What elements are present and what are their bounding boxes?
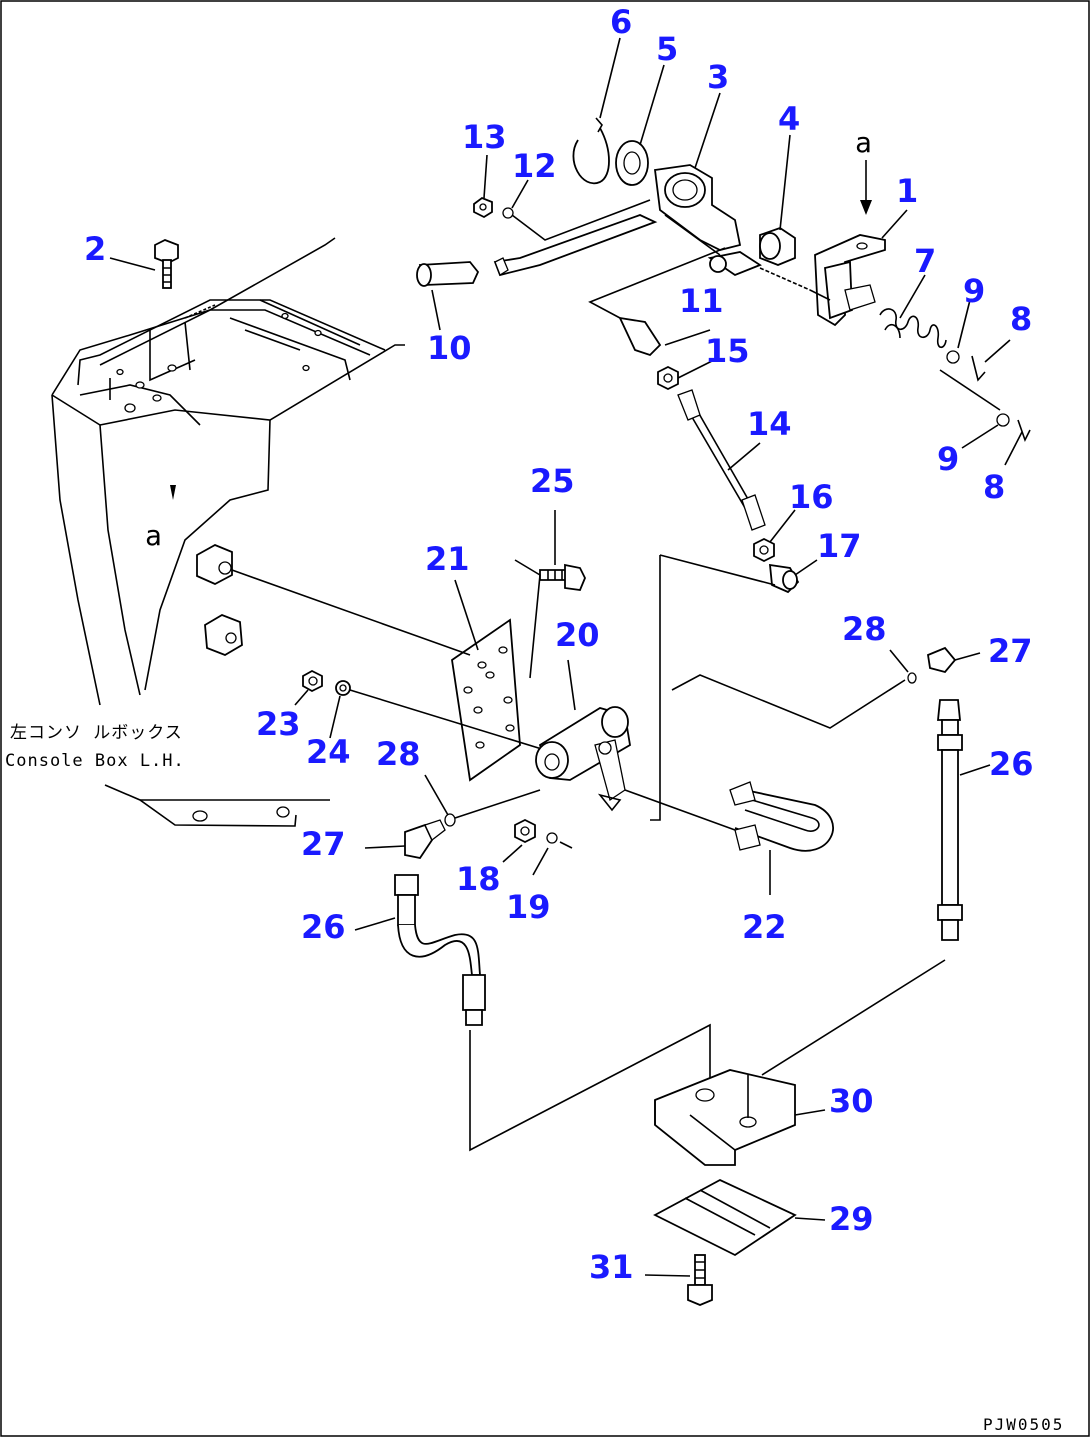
console-box-lh [51, 237, 405, 827]
console-label-jp: 左コンソ ルボックス [10, 723, 183, 743]
callout-8a[interactable]: 8 [1010, 300, 1032, 338]
valve-assembly [154, 239, 963, 1152]
callout-9a[interactable]: 9 [963, 272, 985, 310]
bolt-25-shape [539, 563, 586, 591]
hose-26a-shape [394, 874, 486, 1026]
callout-24[interactable]: 24 [306, 733, 351, 771]
callout-11[interactable]: 11 [679, 282, 724, 320]
callout-5[interactable]: 5 [656, 30, 678, 68]
callout-19[interactable]: 19 [506, 888, 551, 926]
callout-31[interactable]: 31 [589, 1248, 634, 1286]
washer-9b-shape [996, 413, 1010, 427]
elbow-27b-shape [927, 646, 957, 674]
plate-29-shape [653, 1178, 797, 1257]
callout-7[interactable]: 7 [914, 242, 936, 280]
callout-27a[interactable]: 27 [301, 825, 346, 863]
callout-26b[interactable]: 26 [989, 745, 1034, 783]
clevis-11-shape [618, 316, 662, 357]
mount-block [653, 1069, 797, 1306]
console-label-en: Console Box L.H. [5, 751, 185, 771]
callout-16[interactable]: 16 [789, 478, 834, 516]
callout-4[interactable]: 4 [778, 100, 800, 138]
callout-28a[interactable]: 28 [376, 735, 421, 773]
callout-17[interactable]: 17 [817, 527, 862, 565]
callout-26a[interactable]: 26 [301, 908, 346, 946]
callout-9b[interactable]: 9 [937, 440, 959, 478]
leader-lines [109, 37, 1023, 1277]
callout-1[interactable]: 1 [896, 172, 918, 210]
plate-21-shape [451, 618, 521, 782]
callout-25[interactable]: 25 [530, 462, 575, 500]
callout-15[interactable]: 15 [705, 332, 750, 370]
bolt-31-shape [687, 1254, 713, 1306]
hose-26b-shape [937, 699, 963, 941]
block-30-shape [654, 1069, 796, 1166]
elbow-27a-shape [404, 823, 434, 860]
view-marker-upper: a [855, 126, 872, 159]
callout-10[interactable]: 10 [427, 329, 472, 367]
washer-12-shape [502, 207, 514, 219]
view-arrow-lower [170, 485, 176, 500]
callout-6[interactable]: 6 [610, 3, 632, 41]
callout-23[interactable]: 23 [256, 705, 301, 743]
lever-assembly [416, 117, 1031, 594]
callout-2[interactable]: 2 [84, 230, 106, 268]
callout-28b[interactable]: 28 [842, 610, 887, 648]
callout-14[interactable]: 14 [747, 405, 792, 443]
callout-18[interactable]: 18 [456, 860, 501, 898]
washer-9a-shape [946, 350, 960, 364]
callout-22[interactable]: 22 [742, 908, 787, 946]
callout-12[interactable]: 12 [512, 147, 557, 185]
callout-13[interactable]: 13 [462, 118, 507, 156]
callout-30[interactable]: 30 [829, 1082, 874, 1120]
spring-7-shape [879, 308, 947, 349]
callout-20[interactable]: 20 [555, 616, 600, 654]
callout-21[interactable]: 21 [425, 540, 470, 578]
snap-ring-6-shape [572, 127, 610, 185]
view-marker-lower: a [145, 519, 162, 552]
drawing-code: PJW0505 [983, 1415, 1064, 1434]
callout-8b[interactable]: 8 [983, 468, 1005, 506]
callout-27b[interactable]: 27 [988, 632, 1033, 670]
callout-3[interactable]: 3 [707, 58, 729, 96]
pipe-22-shape [734, 789, 834, 852]
callout-29[interactable]: 29 [829, 1200, 874, 1238]
bolt-2-shape [154, 239, 179, 289]
